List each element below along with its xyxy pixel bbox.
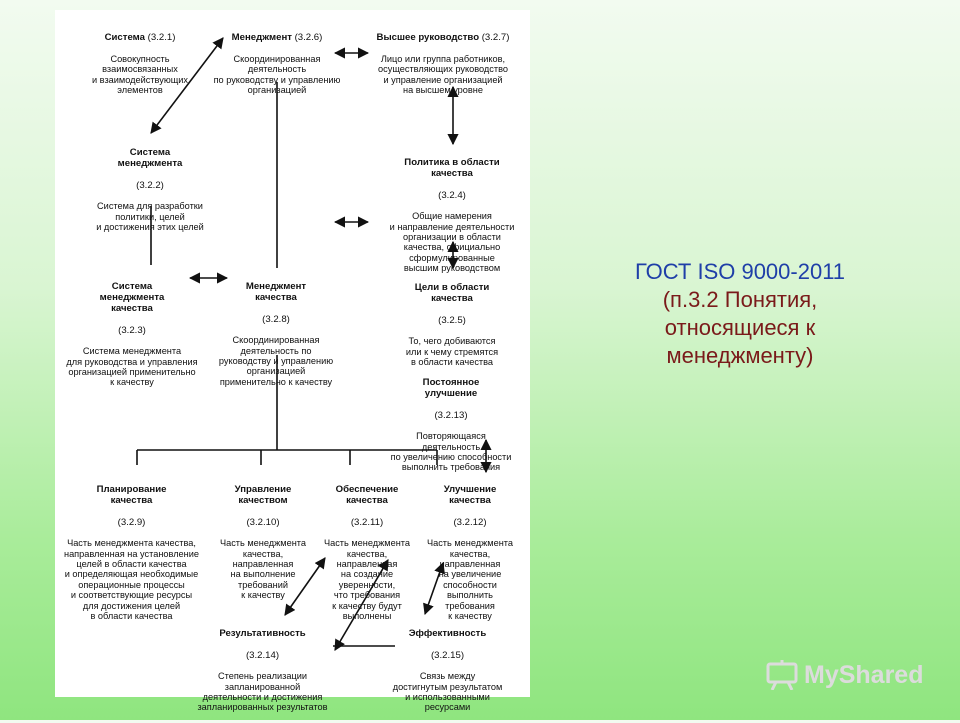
node-sistema-menedzhmenta: Система менеджмента (3.2.2) Система для … (96, 147, 204, 233)
link-obespechenie-effekt (334, 559, 389, 651)
node-rezultativnost: Результативность (3.2.14) Степень реализ… (197, 628, 328, 713)
slide-caption: ГОСТ ISO 9000-2011 (п.3.2 Понятия, относ… (575, 258, 905, 370)
node-politika: Политика в области качества (3.2.4) Общи… (389, 157, 515, 274)
node-menedzhment-kachestva: Менеджмент качества (3.2.8) Скоординиров… (218, 281, 334, 387)
node-menedzhment: Менеджмент (3.2.6) Скоординированная дея… (213, 32, 341, 96)
node-sistema: Система (3.2.1) Совокупность взаимосвяза… (92, 32, 188, 96)
node-smk: Система менеджмента качества (3.2.3) Сис… (66, 281, 198, 388)
concept-diagram: Система (3.2.1) Совокупность взаимосвяза… (55, 10, 530, 712)
node-effektivnost: Эффективность (3.2.15) Связь между дости… (392, 628, 503, 713)
diagram-links (136, 37, 492, 651)
presentation-board-icon (766, 660, 798, 690)
node-upravlenie: Управление качеством (3.2.10) Часть мене… (219, 484, 306, 601)
node-vysshee: Высшее руководство (3.2.7) Лицо или груп… (376, 32, 510, 96)
node-obespechenie: Обеспечение качества (3.2.11) Часть мене… (323, 484, 410, 622)
node-uluchshenie: Улучшение качества (3.2.12) Часть менедж… (426, 484, 513, 622)
caption-title: ГОСТ ISO 9000-2011 (634, 259, 846, 284)
link-sm-menedzhment (150, 37, 224, 134)
watermark-logo: MyShared (766, 655, 923, 695)
caption-subtitle: (п.3.2 Понятия, относящиеся к менеджмент… (662, 287, 818, 368)
link-uluchshenie-effekt (423, 561, 445, 616)
watermark-text: MyShared (804, 660, 924, 689)
node-postoyannoe-uluchshenie: Постоянное улучшение (3.2.13) Повторяюща… (390, 377, 512, 473)
node-celi: Цели в области качества (3.2.5) То, чего… (405, 282, 499, 368)
link-upravlenie-rezult (284, 557, 326, 616)
node-planirovanie: Планирование качества (3.2.9) Часть мене… (64, 484, 199, 622)
